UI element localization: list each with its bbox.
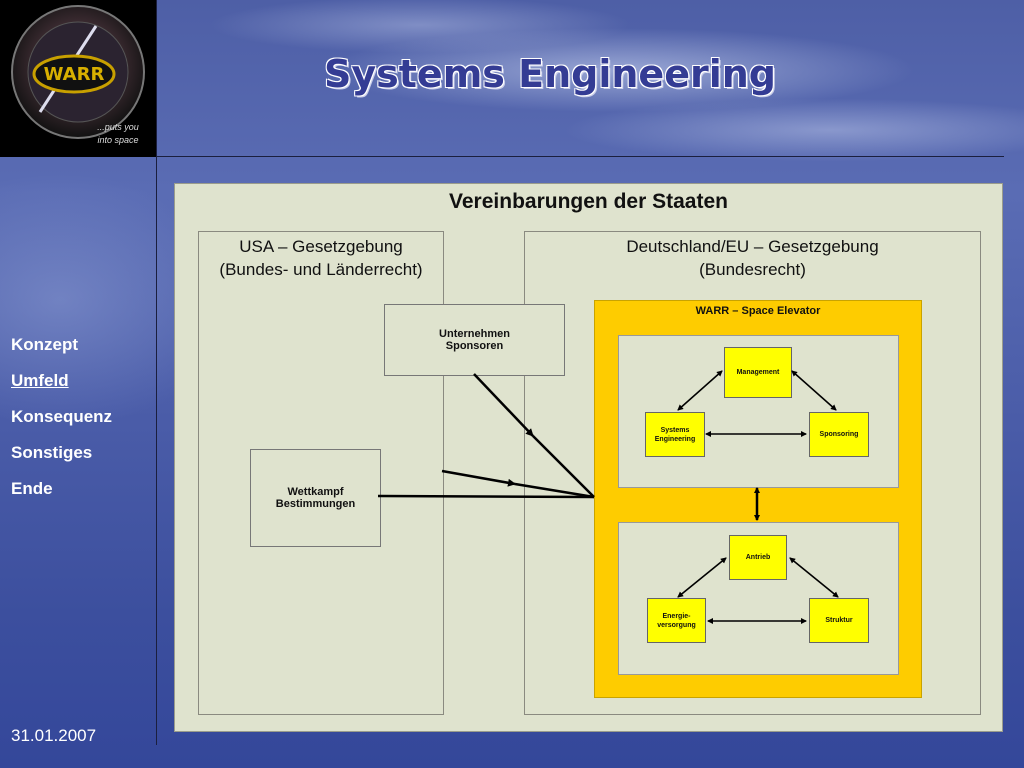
date-label: 31.01.2007 [11, 726, 97, 745]
side-nav: Konzept Umfeld Konsequenz Sonstiges Ende [11, 334, 112, 514]
warr-box: WARR – Space Elevator Management Systems… [594, 300, 922, 698]
usa-title-line1: USA – Gesetzgebung [239, 237, 403, 256]
energie-line1: Energie- [662, 612, 691, 620]
horizontal-divider [157, 156, 1004, 157]
unternehmen-line1: Unternehmen [439, 328, 510, 340]
sponsoring-box: Sponsoring [809, 412, 869, 457]
de-title-line1: Deutschland/EU – Gesetzgebung [626, 237, 879, 256]
struktur-box: Struktur [809, 598, 869, 643]
diagram-title: Vereinbarungen der Staaten [449, 190, 728, 213]
management-box: Management [724, 347, 792, 398]
nav-item-konsequenz[interactable]: Konsequenz [11, 407, 113, 426]
antrieb-box: Antrieb [729, 535, 787, 580]
vertical-divider [156, 0, 157, 745]
usa-title-line2: (Bundes- und Länderrecht) [219, 260, 423, 279]
warr-logo: ...puts you into space WARR [0, 0, 157, 157]
wettkampf-line1: Wettkampf [287, 486, 344, 498]
nav-item-umfeld[interactable]: Umfeld [11, 371, 69, 390]
systems-line1: Systems [660, 426, 690, 434]
logo-emblem-icon: ...puts you into space WARR [11, 5, 145, 145]
energieversorgung-box: Energie- versorgung [647, 598, 706, 643]
warr-title: WARR – Space Elevator [695, 305, 821, 317]
systems-line2: Engineering [654, 435, 696, 443]
svg-text:into space: into space [97, 135, 138, 145]
svg-text:...puts you: ...puts you [97, 122, 139, 132]
wettkampf-line2: Bestimmungen [275, 498, 356, 510]
nav-item-konzept[interactable]: Konzept [11, 335, 79, 354]
nav-item-sonstiges[interactable]: Sonstiges [11, 443, 93, 462]
systems-engineering-box: Systems Engineering [645, 412, 705, 457]
wettkampf-box: Wettkampf Bestimmungen [250, 449, 381, 547]
svg-text:WARR: WARR [44, 64, 105, 85]
nav-item-ende[interactable]: Ende [11, 479, 53, 498]
diagram-panel: Vereinbarungen der Staaten USA – Gesetzg… [174, 183, 1003, 732]
unternehmen-box: Unternehmen Sponsoren [384, 304, 565, 376]
page-title: Systems Engineering [324, 52, 776, 96]
energie-line2: versorgung [657, 621, 696, 629]
de-title-line2: (Bundesrecht) [699, 260, 806, 279]
unternehmen-line2: Sponsoren [445, 340, 504, 352]
